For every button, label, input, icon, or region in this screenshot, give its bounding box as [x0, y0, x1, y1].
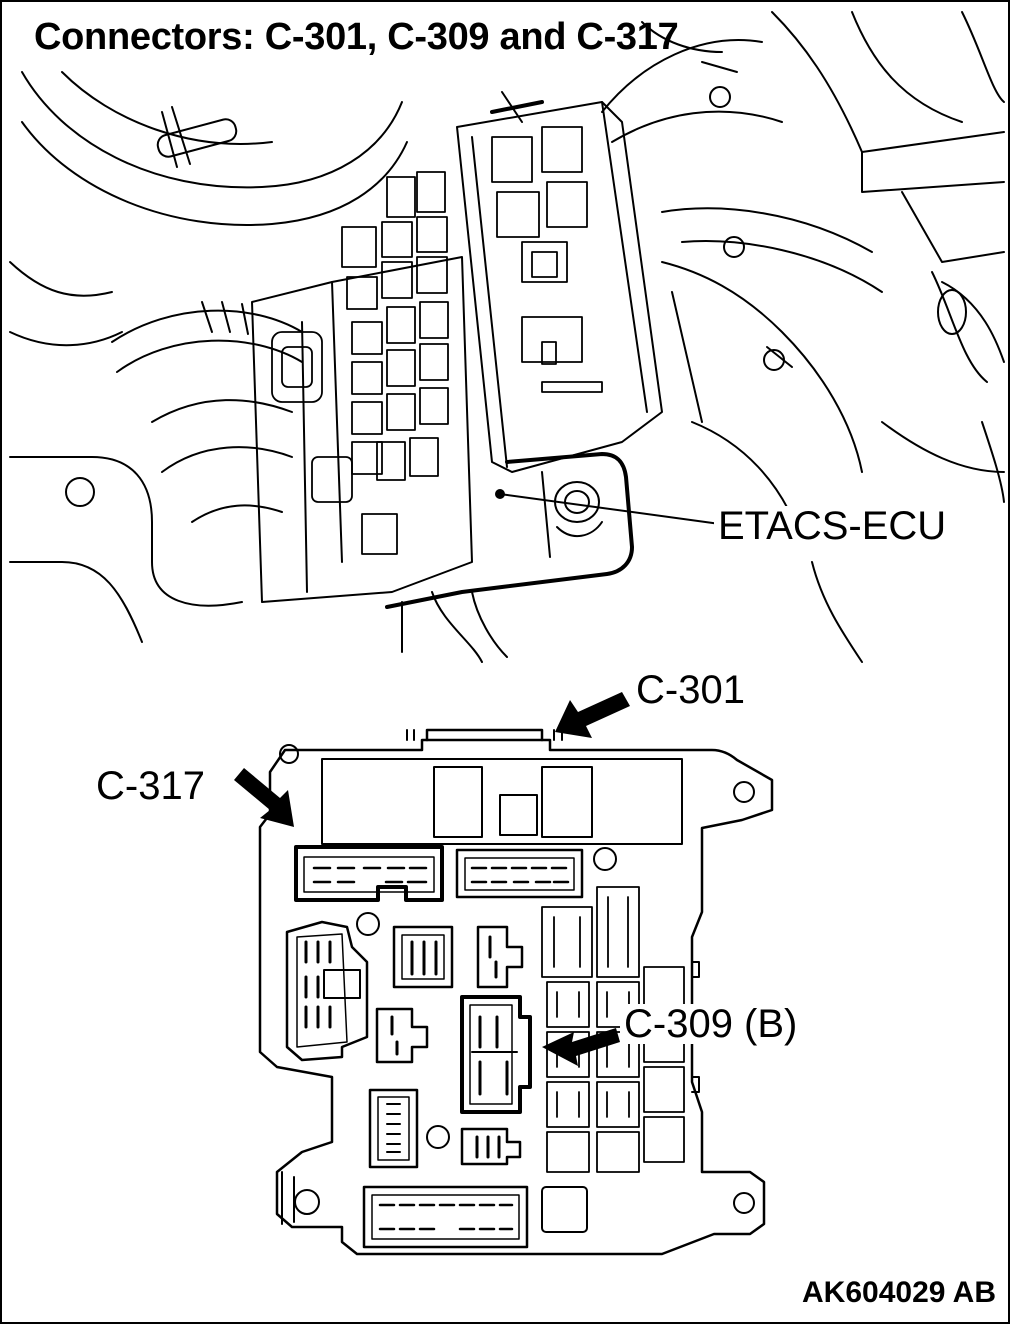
diagram-title: Connectors: C-301, C-309 and C-317: [34, 16, 679, 58]
arrow-c309: [542, 1028, 620, 1066]
arrow-c301: [555, 692, 630, 738]
arrow-c317: [234, 768, 294, 827]
figure-code: AK604029 AB: [802, 1276, 996, 1309]
vehicle-location-view: [9, 11, 1005, 663]
label-c309: C-309 (B): [620, 1004, 802, 1044]
label-c317: C-317: [92, 766, 209, 806]
ecu-closeup-view: [234, 692, 774, 1256]
label-etacs-ecu: ETACS-ECU: [714, 506, 951, 546]
label-c301: C-301: [632, 670, 749, 710]
